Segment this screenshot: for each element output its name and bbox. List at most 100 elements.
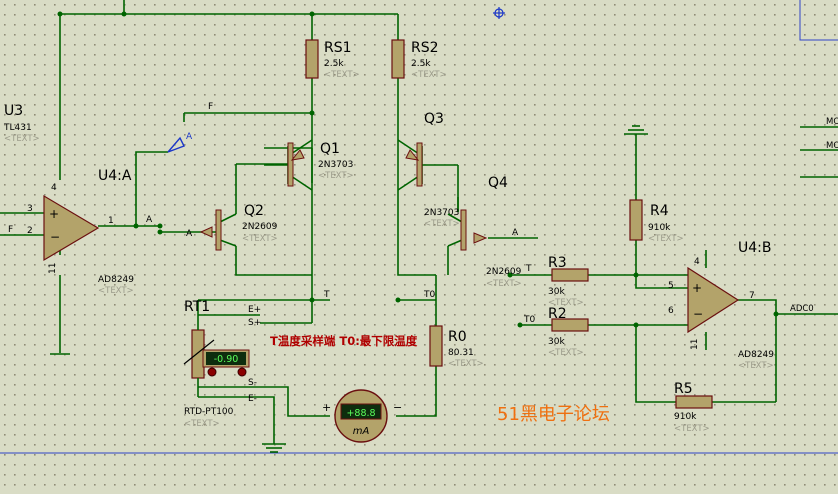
net-label-a-q2: A bbox=[186, 229, 193, 239]
sheet-border-corner bbox=[799, 0, 838, 41]
resistor-r2-text: <TEXT> bbox=[548, 348, 584, 358]
resistor-rs2-value: 2.5k bbox=[411, 59, 431, 69]
junction-dot bbox=[57, 11, 63, 17]
resistor-rs1-value: 2.5k bbox=[324, 59, 344, 69]
transistor-q1-text: <TEXT> bbox=[318, 171, 354, 181]
net-label-a-right: A bbox=[512, 228, 519, 238]
rtd-sensor-body bbox=[191, 329, 205, 379]
resistor-r3-ref: R3 bbox=[548, 255, 567, 271]
resistor-r4[interactable]: R4 910k <TEXT> bbox=[629, 199, 684, 244]
opamp-u4a-pin3: 3 bbox=[27, 204, 33, 214]
resistor-r4-ref: R4 bbox=[650, 203, 669, 219]
opamp-u4b-pin5: 5 bbox=[668, 281, 674, 291]
voltage-probe[interactable]: A bbox=[167, 132, 193, 153]
resistor-r4-text: <TEXT> bbox=[648, 234, 684, 244]
rtd-sensor-text: <TEXT> bbox=[184, 419, 220, 429]
opamp-u4b-pin4: 4 bbox=[694, 257, 700, 267]
resistor-r2-ref: R2 bbox=[548, 306, 567, 322]
transistor-q2-part: 2N2609 bbox=[242, 222, 278, 232]
opamp-u4b-pin6: 6 bbox=[668, 306, 674, 316]
opamp-u4b-pin11: 11 bbox=[690, 339, 700, 350]
opamp-u4a-pin2: 2 bbox=[27, 226, 33, 236]
net-label-f-top: F bbox=[208, 102, 213, 112]
opamp-u4a-pin1: 1 bbox=[108, 216, 114, 226]
transistor-q2-ref: Q2 bbox=[244, 203, 264, 219]
resistor-r4-body bbox=[629, 199, 643, 241]
opamp-u4b[interactable]: + − U4:B AD8249 <TEXT> 4 5 6 7 11 bbox=[668, 240, 774, 371]
resistor-rs2-body bbox=[391, 39, 405, 79]
resistor-r2-body bbox=[551, 318, 589, 332]
rtd-increase-button[interactable] bbox=[237, 367, 247, 377]
resistor-rs1-body bbox=[305, 39, 319, 79]
resistor-rs1-text: <TEXT> bbox=[324, 70, 360, 80]
opamp-u4b-body bbox=[687, 266, 740, 334]
opamp-u4b-text: <TEXT> bbox=[738, 361, 774, 371]
resistor-rs1[interactable]: RS1 2.5k <TEXT> bbox=[305, 39, 360, 80]
resistor-rs1-ref: RS1 bbox=[324, 40, 352, 56]
net-label-adc0: ADC0 bbox=[790, 304, 814, 314]
rtd-pin-eplus: E+ bbox=[248, 305, 261, 315]
junction-dot bbox=[395, 297, 401, 303]
rtd-sensor-rt1[interactable]: RT1 RTD-PT100 <TEXT> E+ S+ S- E- -0.90 bbox=[183, 299, 261, 429]
junction-dot bbox=[309, 11, 315, 17]
resistor-r0-text: <TEXT> bbox=[448, 359, 484, 369]
transistor-q3-text: <TEXT> bbox=[424, 219, 460, 229]
transistor-q3-part: 2N3703 bbox=[424, 208, 459, 218]
opamp-u4b-minus: − bbox=[693, 307, 703, 321]
rtd-pin-splus: S+ bbox=[248, 318, 261, 328]
transistor-q4-ref: Q4 bbox=[488, 175, 508, 191]
resistor-r3-value: 30k bbox=[548, 287, 565, 297]
ammeter-plus: + bbox=[322, 401, 331, 414]
transistor-q2-text: <TEXT> bbox=[242, 234, 278, 244]
opamp-u4b-pin7: 7 bbox=[749, 291, 755, 301]
crosshair-marker-icon bbox=[493, 7, 505, 19]
rtd-sensor-part: RTD-PT100 bbox=[184, 407, 234, 417]
resistor-r2[interactable]: R2 30k <TEXT> bbox=[548, 306, 589, 358]
opamp-u4a-minus: − bbox=[50, 230, 60, 244]
junction-dot bbox=[309, 110, 315, 116]
resistor-r5-body bbox=[675, 395, 713, 409]
transistor-q2-base bbox=[215, 209, 222, 251]
opamp-u4a-ref: U4:A bbox=[98, 168, 132, 184]
rtd-display-screen bbox=[206, 352, 246, 365]
transistor-q2[interactable]: Q2 2N2609 <TEXT> bbox=[199, 203, 278, 251]
probe-arrow-icon bbox=[167, 136, 185, 153]
resistor-r0-ref: R0 bbox=[448, 329, 467, 345]
ammeter[interactable]: +88.8 mA + − bbox=[322, 389, 402, 443]
resistor-r5[interactable]: R5 910k <TEXT> bbox=[674, 381, 713, 434]
rtd-decrease-button[interactable] bbox=[207, 367, 217, 377]
opamp-u4a[interactable]: + − U4:A AD8249 <TEXT> 4 3 2 1 11 bbox=[27, 168, 134, 296]
transistor-q4[interactable]: Q4 2N2609 <TEXT> bbox=[447, 175, 522, 289]
net-label-a-out: A bbox=[146, 215, 153, 225]
u3-ref: U3 bbox=[4, 103, 23, 119]
junction-dot bbox=[517, 322, 523, 328]
transistor-q1[interactable]: Q1 2N3703 <TEXT> bbox=[264, 139, 354, 191]
ground-symbol-r4 bbox=[624, 125, 648, 135]
junction-dot bbox=[507, 272, 513, 278]
opamp-u4b-plus: + bbox=[692, 281, 702, 295]
opamp-u4a-text: <TEXT> bbox=[98, 286, 134, 296]
net-label-t-r3: T bbox=[525, 264, 532, 274]
resistor-r0[interactable]: R0 80.31 <TEXT> bbox=[429, 325, 484, 369]
transistor-q1-arrow-icon bbox=[290, 149, 305, 161]
junction-dot bbox=[773, 311, 779, 317]
forum-watermark: 51黑电子论坛 bbox=[497, 404, 610, 425]
resistor-r0-body bbox=[429, 325, 443, 367]
transistor-q3[interactable]: Q3 2N3703 <TEXT> bbox=[397, 111, 460, 229]
junction-dot bbox=[633, 272, 639, 278]
transistor-q1-part: 2N3703 bbox=[318, 160, 353, 170]
resistor-r5-text: <TEXT> bbox=[674, 424, 710, 434]
rtd-sensor-ref: RT1 bbox=[184, 299, 210, 315]
opamp-u4a-part: AD8249 bbox=[98, 275, 134, 285]
resistor-r3-text: <TEXT> bbox=[548, 298, 584, 308]
resistor-rs2[interactable]: RS2 2.5k <TEXT> bbox=[391, 39, 447, 80]
net-label-edge-1: MO bbox=[826, 117, 838, 127]
resistor-r3[interactable]: R3 30k <TEXT> bbox=[548, 255, 589, 308]
opamp-u4b-ref: U4:B bbox=[738, 240, 771, 256]
transistor-q4-arrow-icon bbox=[473, 232, 488, 244]
resistor-rs2-text: <TEXT> bbox=[411, 70, 447, 80]
rtd-sensor-slash bbox=[183, 339, 215, 365]
resistor-rs2-ref: RS2 bbox=[411, 40, 439, 56]
